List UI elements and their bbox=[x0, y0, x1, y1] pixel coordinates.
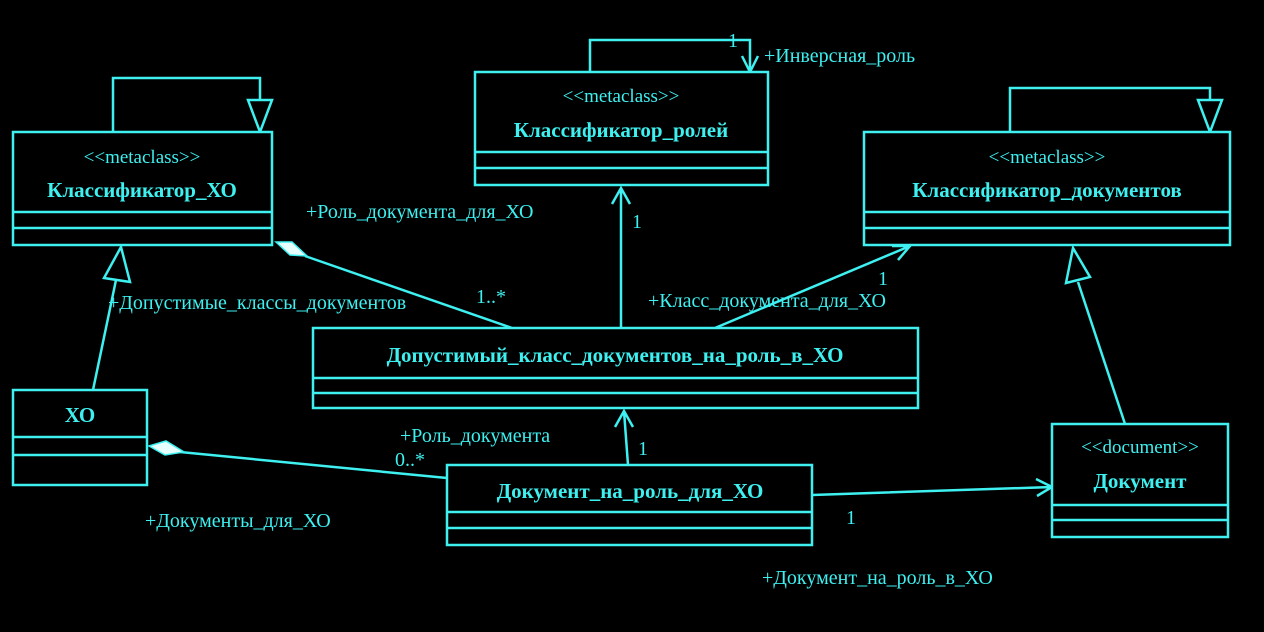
association-role bbox=[610, 185, 632, 328]
role-label: +Документы_для_ХО bbox=[145, 510, 331, 532]
stereotype: <<metaclass>> bbox=[989, 147, 1106, 168]
role-label: +Документ_на_роль_в_ХО bbox=[762, 567, 993, 589]
class-klassifikator-roley[interactable]: <<metaclass>> Классификатор_ролей bbox=[473, 70, 770, 187]
class-name: Классификатор_ролей bbox=[514, 118, 728, 142]
multiplicity: 1 bbox=[846, 507, 856, 529]
aggregation-docs-for-xo bbox=[179, 450, 448, 480]
multiplicity: 1 bbox=[632, 211, 642, 233]
stereotype: <<document>> bbox=[1081, 437, 1199, 458]
role-label: +Роль_документа bbox=[400, 425, 550, 447]
class-name: Классификатор_ХО bbox=[47, 178, 237, 202]
stereotype: <<metaclass>> bbox=[84, 147, 201, 168]
role-label: +Класс_документа_для_ХО bbox=[648, 290, 886, 312]
role-labels: 1 +Инверсная_роль +Роль_документа_для_ХО… bbox=[108, 30, 993, 589]
self-generalization-klassifikator-xo bbox=[111, 76, 262, 132]
generalization-arrowhead bbox=[246, 98, 274, 136]
association-document bbox=[811, 477, 1055, 498]
class-name: ХО bbox=[65, 403, 95, 427]
generalization-xo-to-klassifikator-xo bbox=[91, 279, 118, 391]
multiplicity: 1 bbox=[878, 268, 888, 290]
multiplicity: 1..* bbox=[476, 286, 506, 308]
generalization-document bbox=[1076, 281, 1127, 425]
class-dokument[interactable]: <<document>> Документ bbox=[1050, 422, 1230, 539]
class-name: Допустимый_класс_документов_на_роль_в_ХО bbox=[387, 343, 844, 367]
class-dopustimyi-klass[interactable]: Допустимый_класс_документов_на_роль_в_ХО bbox=[311, 326, 920, 410]
association-doc-role bbox=[613, 408, 635, 466]
aggregation-allowed-doc-classes bbox=[304, 254, 513, 330]
role-label: +Допустимые_классы_документов bbox=[108, 292, 406, 314]
multiplicity: 0..* bbox=[395, 449, 425, 471]
class-klassifikator-dokumentov[interactable]: <<metaclass>> Классификатор_документов bbox=[862, 130, 1232, 247]
multiplicity: 1 bbox=[728, 30, 738, 52]
generalization-arrowhead bbox=[1064, 244, 1092, 285]
generalization-arrowhead bbox=[1196, 98, 1224, 136]
composition-diamond bbox=[147, 440, 187, 456]
class-xo[interactable]: ХО bbox=[11, 388, 149, 487]
class-name: Классификатор_документов bbox=[912, 178, 1182, 202]
class-name: Документ_на_роль_для_ХО bbox=[497, 479, 764, 503]
role-label: +Роль_документа_для_ХО bbox=[306, 201, 533, 223]
self-generalization-klassifikator-dokumentov bbox=[1008, 86, 1212, 132]
composition-diamond bbox=[274, 241, 310, 257]
role-label: +Инверсная_роль bbox=[764, 45, 915, 67]
stereotype: <<metaclass>> bbox=[563, 86, 680, 107]
class-klassifikator-xo[interactable]: <<metaclass>> Классификатор_ХО bbox=[11, 130, 274, 247]
generalization-arrowhead bbox=[102, 243, 132, 284]
class-dokument-na-rol[interactable]: Документ_на_роль_для_ХО bbox=[445, 463, 814, 547]
multiplicity: 1 bbox=[638, 438, 648, 460]
class-name: Документ bbox=[1093, 469, 1187, 493]
